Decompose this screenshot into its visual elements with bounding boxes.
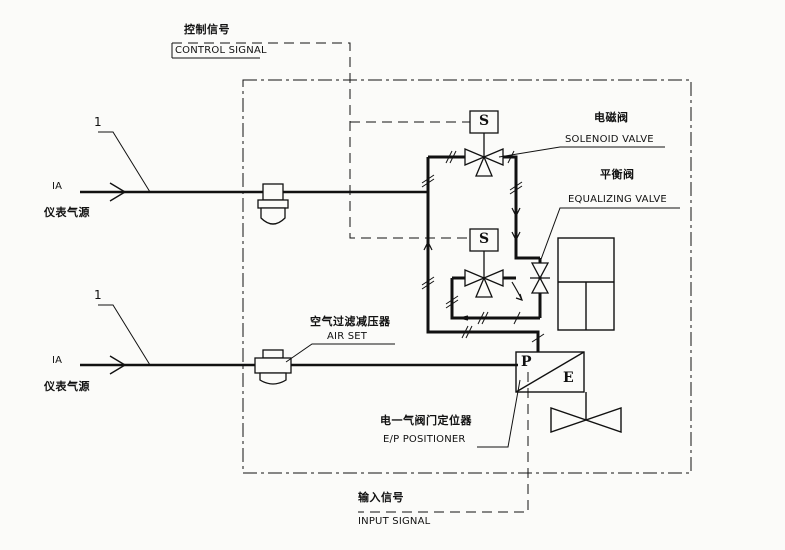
equalizing-valve-label-en: EQUALIZING VALVE (568, 194, 667, 205)
positioner-p-symbol: P (521, 354, 532, 370)
valve-actuator (557, 237, 615, 331)
tubing-hatch-marks (421, 150, 545, 343)
control-signal-label-en: CONTROL SIGNAL (175, 45, 267, 56)
input-signal-label-zh: 输入信号 (358, 491, 404, 504)
equalizing-valve (530, 258, 550, 294)
air-set-label-zh: 空气过滤减压器 (310, 315, 391, 328)
equipment-boundary (242, 79, 692, 474)
input-signal-label-en: INPUT SIGNAL (358, 516, 431, 527)
flow-arrows (423, 207, 523, 321)
callout-number-bottom: 1 (94, 288, 102, 302)
equalizing-valve-label-zh: 平衡阀 (600, 168, 635, 181)
positioner-label-zh: 电一气阀门定位器 (380, 414, 472, 427)
air-filter-top (257, 183, 289, 225)
positioner-e-symbol: E (563, 370, 574, 386)
air-set-regulator (254, 349, 292, 385)
control-signal-lines (172, 42, 470, 239)
instrument-air-top-label: IA (52, 181, 63, 192)
solenoid-valve-top (464, 110, 504, 177)
control-valve (550, 392, 622, 433)
callout-leaders (98, 131, 151, 366)
solenoid-valve-bottom (464, 228, 504, 298)
solenoid-valve-label-en: SOLENOID VALVE (565, 134, 654, 145)
air-supply-lines (80, 182, 518, 375)
solenoid-bottom-symbol: S (479, 231, 490, 247)
air-set-label-en: AIR SET (327, 331, 368, 342)
ep-positioner (515, 351, 585, 393)
label-leaders (171, 43, 680, 448)
instrument-air-bottom-label: IA (52, 355, 63, 366)
positioner-label-en: E/P POSITIONER (383, 434, 466, 445)
callout-number-top: 1 (94, 115, 102, 129)
control-signal-label-zh: 控制信号 (184, 23, 230, 36)
instrument-air-top-label-zh: 仪表气源 (44, 206, 90, 219)
instrument-air-bottom-label-zh: 仪表气源 (44, 380, 90, 393)
solenoid-top-symbol: S (479, 113, 490, 129)
solenoid-valve-label-zh: 电磁阀 (594, 111, 629, 124)
